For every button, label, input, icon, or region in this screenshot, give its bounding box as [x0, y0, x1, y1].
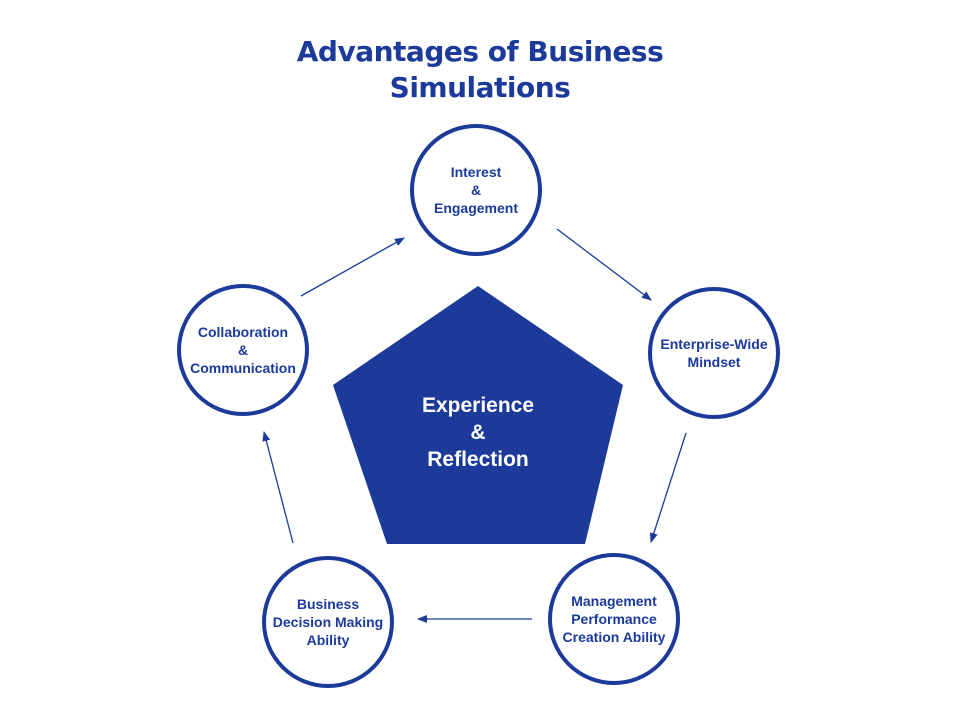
node-label-line: Collaboration [197, 324, 289, 340]
center-label-line-2: & [470, 421, 486, 444]
node-label-line: & [237, 342, 249, 358]
node-interest-engagement: Interest & Engagement [410, 124, 542, 256]
diagram-title: Advantages of Business Simulations [0, 34, 960, 106]
node-label-line: & [470, 182, 482, 198]
node-collaboration-communication: Collaboration & Communication [177, 284, 309, 416]
title-line-1: Advantages of Business [296, 35, 664, 68]
center-label: Experience & Reflection [378, 392, 578, 473]
node-label-line: Performance [571, 611, 657, 627]
node-label-line: Engagement [433, 200, 518, 216]
arrow-enterprise-to-management [649, 432, 687, 543]
node-label-line: Creation Ability [562, 629, 666, 645]
node-label-line: Interest [450, 164, 502, 180]
center-label-line-1: Experience [421, 394, 535, 417]
arrow-interest-to-enterprise [556, 228, 652, 301]
node-label-line: Management [571, 593, 657, 609]
node-management-performance: Management Performance Creation Ability [548, 553, 680, 685]
node-business-decision-making: Business Decision Making Ability [262, 556, 394, 688]
node-label-line: Ability [306, 632, 350, 648]
arrow-collaboration-to-interest [300, 237, 405, 297]
node-label-line: Enterprise-Wide [660, 336, 768, 352]
arrow-decision-to-collaboration [262, 431, 294, 544]
node-label-line: Communication [190, 360, 296, 376]
node-label-line: Business [296, 596, 360, 612]
node-label-line: Decision Making [272, 614, 384, 630]
center-pentagon [333, 286, 623, 544]
node-enterprise-wide-mindset: Enterprise-Wide Mindset [648, 287, 780, 419]
center-label-line-3: Reflection [427, 448, 529, 471]
title-line-2: Simulations [389, 71, 571, 104]
node-label-line: Mindset [687, 354, 741, 370]
